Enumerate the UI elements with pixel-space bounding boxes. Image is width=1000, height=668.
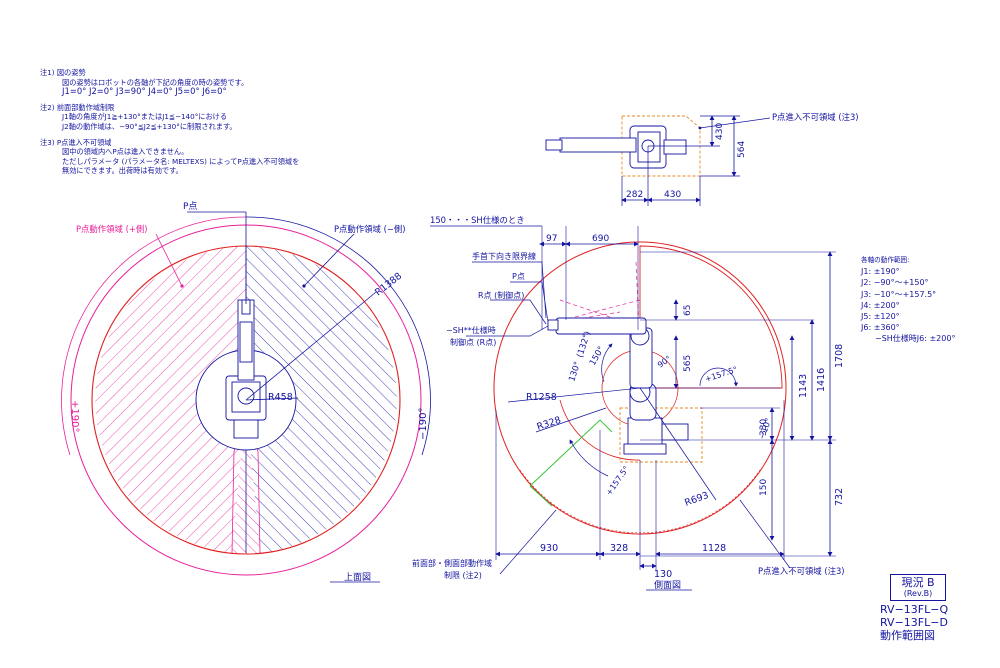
top-r458-label: R458	[268, 392, 293, 403]
small-dim-430h: 430	[664, 190, 681, 200]
top-minus-angle-arc	[245, 216, 431, 456]
axis-range-spec: 各軸の動作範囲: J1: ±190° J2: −90°〜+150° J3: −1…	[861, 255, 955, 345]
model-name-2: RV−13FL−D	[880, 616, 948, 629]
side-dim-1708: 1708	[834, 344, 845, 368]
side-rpoint-label: R点 (制御点)	[478, 290, 524, 300]
side-angle-157b: +157.5°	[604, 464, 631, 497]
side-view-caption: 側面図	[654, 579, 681, 591]
side-r1258-label: R1258	[526, 392, 557, 403]
small-forbid-label: P点進入不可領域 (注3)	[772, 112, 859, 122]
side-upper-envelope	[639, 245, 783, 389]
axis-spec-j3: J3: −10°〜+157.5°	[861, 289, 937, 299]
top-minus-region-label: P点動作領域 (−側)	[334, 224, 406, 234]
small-robot-icon	[545, 125, 687, 169]
notes-block: 注1) 図の姿勢 図の姿勢はロボットの各軸が下記の角度の時の姿勢です。 J1=0…	[40, 68, 370, 182]
note3-title: 注3) P点進入不可領域	[40, 137, 112, 147]
note2-line1: J1軸の角度がJ1≧+130°またはJ1≦−140°における	[62, 112, 228, 122]
side-dim-97: 97	[546, 234, 557, 244]
side-angle-90: 90°	[656, 354, 673, 370]
axis-spec-title: 各軸の動作範囲:	[861, 256, 910, 264]
top-r458-line	[245, 397, 299, 401]
side-r328-line	[535, 407, 607, 433]
small-view: P点進入不可領域 (注3) 430 564 282 430	[545, 112, 859, 206]
axis-spec-j6: J6: ±360°	[861, 323, 900, 333]
side-forbid-region	[619, 407, 703, 463]
top-view-caption: 上面図	[344, 572, 371, 583]
side-dim-690: 690	[592, 234, 609, 244]
side-sh-note: 150・・・SH仕様のとき	[430, 215, 525, 225]
side-angle-157a: +157.5°	[704, 365, 739, 384]
note2-line2: J2軸の動作域は、−90°≦J2≦+130°に制限されます。	[62, 121, 237, 131]
top-plus-angle-arc	[61, 216, 247, 456]
top-plus-region	[95, 246, 247, 553]
side-front-limit-label2: 制限 (注2)	[444, 570, 482, 580]
note3-line3: 無効にできます。出荷時は有効です。	[62, 166, 183, 176]
side-r1258-line	[507, 387, 641, 403]
axis-spec-j5: J5: ±120°	[861, 312, 900, 322]
top-minus-angle-label: −190°	[418, 408, 429, 440]
side-angle-130: 130°	[567, 360, 583, 383]
top-plus-angle-label: +190°	[69, 400, 80, 432]
side-dim-930: 930	[540, 543, 558, 554]
note1-line2: J1=0° J2=0° J3=90° J4=0° J5=0° J6=0°	[62, 86, 227, 97]
side-dim-1416: 1416	[816, 368, 827, 392]
side-dim-732: 732	[834, 488, 845, 506]
side-robot-icon	[547, 317, 689, 455]
side-dim-150: 150	[759, 479, 769, 496]
revision-main: 現況 B	[901, 576, 935, 589]
revision-sub: (Rev.B)	[903, 589, 933, 598]
side-wrist-limit-lines	[547, 261, 641, 351]
axis-spec-j1: J1: ±190°	[861, 267, 900, 277]
note3-line1: 図中の領域内へP点は進入できません。	[62, 147, 189, 157]
small-dim-282: 282	[626, 190, 643, 200]
note2-title: 注2) 前面部動作域制限	[40, 102, 115, 112]
top-robot-icon	[225, 299, 267, 439]
note1-line1: 図の姿勢はロボットの各軸が下記の角度の時の姿勢です。	[62, 77, 249, 87]
top-minus-leader	[303, 233, 355, 287]
axis-spec-j4: J4: ±200°	[861, 300, 900, 310]
side-dim-65: 65	[683, 305, 693, 316]
side-dim-328: 328	[610, 543, 628, 554]
top-r1388-line	[245, 291, 377, 401]
side-dim-1143: 1143	[798, 374, 809, 398]
side-front-limit-label: 前面部・側面部動作域	[412, 558, 492, 568]
side-dim-565: 565	[683, 355, 693, 372]
axis-spec-j2: J2: −90°〜+150°	[861, 278, 929, 288]
side-wrist-down-label: 手首下向き限界線	[472, 251, 536, 261]
note3-line2: ただしパラメータ (パラメータ名: MELTEXS) によってP点進入不可領域を	[62, 156, 300, 166]
top-ppoint-label: P点	[183, 201, 197, 212]
axis-spec-sh: −SH仕様時J6: ±200°	[875, 334, 956, 344]
revision-box: 現況 B (Rev.B)	[890, 574, 946, 601]
side-r693-label: R693	[683, 490, 710, 509]
side-view: 150・・・SH仕様のとき 97 690 手首下向き限界線 P点 R点 (制御点…	[412, 215, 845, 591]
small-dim-430v: 430	[715, 123, 725, 140]
model-name-1: RV−13FL−Q	[880, 603, 949, 616]
drawing-name: 動作範囲図	[880, 629, 935, 642]
top-plus-region-label: P点動作領域 (+側)	[76, 224, 148, 234]
side-r328-label: R328	[536, 415, 563, 433]
side-r693-line	[639, 387, 717, 501]
side-dim-130: 130	[654, 569, 672, 580]
small-forbid-region	[621, 115, 701, 177]
side-sh-control-label2: 制御点 (R点)	[450, 337, 496, 347]
side-sh-control-label: −SH**仕様時	[446, 325, 496, 335]
side-dim-1128: 1128	[702, 543, 726, 554]
side-pforbid-label: P点進入不可領域 (注3)	[758, 566, 845, 576]
side-front-limit-green	[529, 419, 613, 507]
top-minus-region	[246, 246, 397, 553]
side-dim-330: 330	[759, 419, 769, 436]
top-plus-leader	[155, 233, 183, 287]
side-ppoint-label: P点	[512, 272, 525, 281]
small-dim-564: 564	[737, 141, 747, 158]
note1-title: 注1) 図の姿勢	[40, 68, 86, 77]
top-view: P点 P点動作領域 (+側) P点動作領域 (−側) R1388 R458 +1…	[61, 201, 431, 583]
title-block: 現況 B (Rev.B) RV−13FL−Q RV−13FL−D 動作範囲図	[880, 574, 948, 642]
